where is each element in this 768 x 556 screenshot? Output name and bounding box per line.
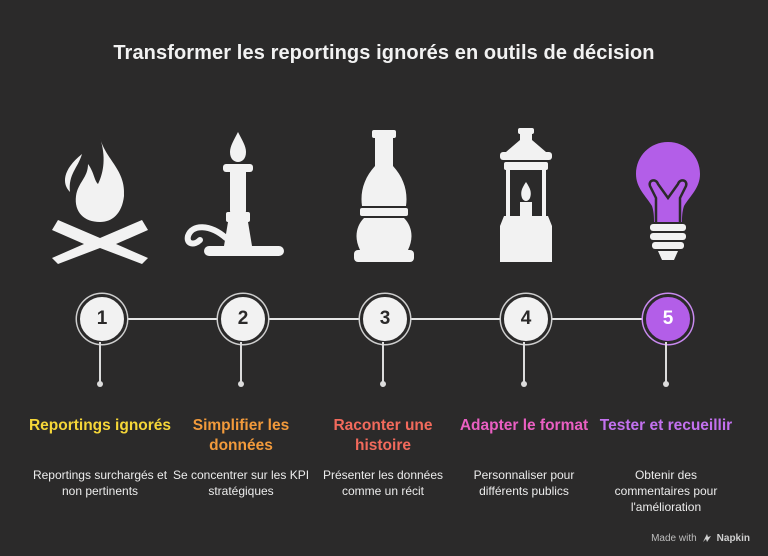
- step-2-circle: 2: [218, 294, 268, 344]
- step-1-circle: 1: [77, 294, 127, 344]
- step-4-title: Adapter le format: [459, 417, 589, 434]
- page-title: Transformer les reportings ignorés en ou…: [113, 42, 655, 64]
- step-1-title: Reportings ignorés: [28, 417, 172, 434]
- step-4-description: Personnaliser pour différents publics: [473, 468, 575, 498]
- footer-brand: Napkin: [716, 532, 750, 544]
- step-3-title: Raconter une histoire: [333, 417, 433, 454]
- step-2-description: Se concentrer sur les KPI stratégiques: [172, 468, 310, 498]
- lantern-icon: [500, 128, 552, 262]
- oil-lamp-icon: [354, 130, 414, 262]
- step-4-stem-dot: [521, 381, 527, 387]
- step-4-stem: [523, 342, 525, 386]
- step-3-stem-dot: [380, 381, 386, 387]
- step-5-circle: 5: [643, 294, 693, 344]
- step-5-stem-dot: [663, 381, 669, 387]
- step-1-stem: [99, 342, 101, 386]
- campfire-icon: [52, 138, 148, 264]
- step-5-stem: [665, 342, 667, 386]
- step-4-circle: 4: [501, 294, 551, 344]
- step-2-stem: [240, 342, 242, 386]
- step-3-circle: 3: [360, 294, 410, 344]
- step-5-title: Tester et recueillir: [599, 417, 733, 434]
- step-3-stem: [382, 342, 384, 386]
- light-bulb-icon: [636, 142, 700, 260]
- step-5-description: Obtenir des commentaires pour l'améliora…: [614, 468, 718, 514]
- step-2-title: Simplifier les données: [192, 417, 290, 454]
- step-2-stem-dot: [238, 381, 244, 387]
- step-3-description: Présenter les données comme un récit: [322, 468, 444, 498]
- footer-made-with: Made with: [651, 532, 697, 544]
- step-1-stem-dot: [97, 381, 103, 387]
- candle-icon: [184, 132, 284, 256]
- footer: Made with Napkin: [651, 532, 750, 544]
- step-1-description: Reportings surchargés et non pertinents: [32, 468, 168, 498]
- napkin-logo-icon: [702, 534, 711, 542]
